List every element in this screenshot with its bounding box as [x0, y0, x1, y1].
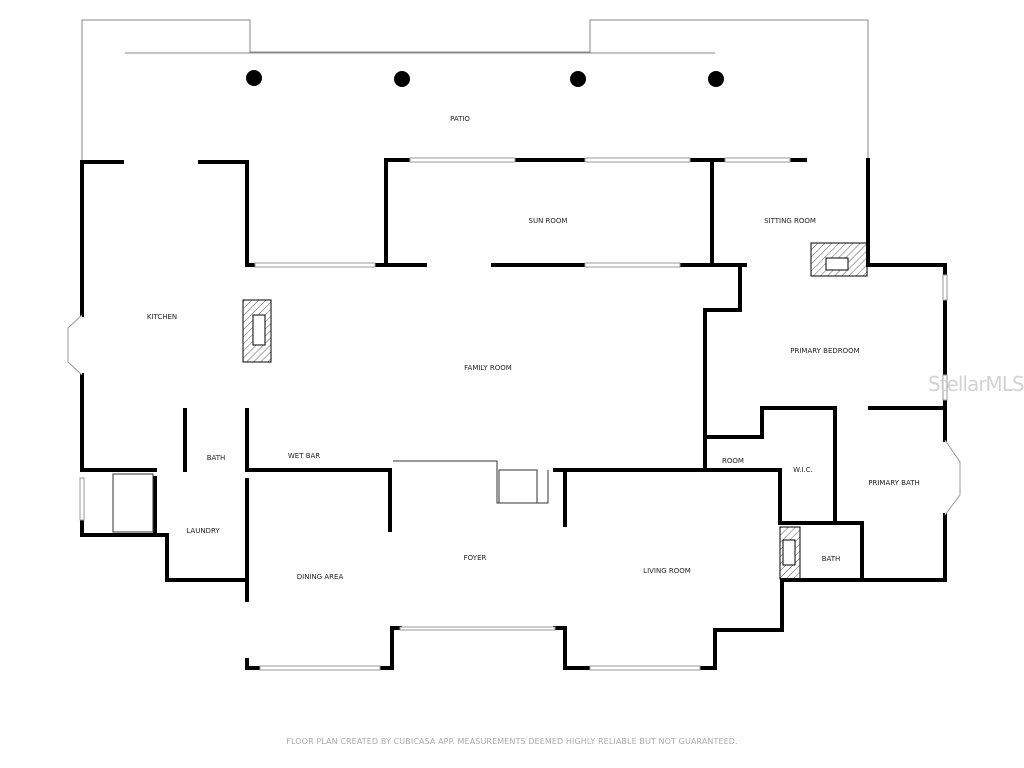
- room-label-family-room: FAMILY ROOM: [464, 364, 512, 372]
- room-label-primary-bedroom: PRIMARY BEDROOM: [790, 347, 859, 355]
- column: [570, 71, 586, 87]
- room-label-sun-room: SUN ROOM: [529, 217, 568, 225]
- walls: [80, 158, 947, 670]
- room-label-dining-area: DINING AREA: [297, 573, 344, 581]
- room-label-wet-bar: WET BAR: [288, 452, 320, 460]
- column: [394, 71, 410, 87]
- windows: [67, 157, 961, 671]
- room-label-kitchen: KITCHEN: [147, 313, 177, 321]
- stairs: [393, 460, 549, 504]
- room-label-primary-bath: PRIMARY BATH: [868, 479, 919, 487]
- footer-disclaimer: FLOOR PLAN CREATED BY CUBICASA APP. MEAS…: [286, 737, 738, 746]
- patio-outline: [81, 19, 869, 160]
- room-label-foyer: FOYER: [464, 554, 487, 562]
- column: [708, 71, 724, 87]
- room-label-sitting-room: SITTING ROOM: [764, 217, 816, 225]
- stairs: [112, 473, 154, 533]
- column: [246, 70, 262, 86]
- watermark: StellarMLS: [928, 372, 1024, 396]
- room-label-laundry: LAUNDRY: [186, 527, 220, 535]
- room-label-patio: PATIO: [450, 115, 470, 123]
- room-label-living-room: LIVING ROOM: [643, 567, 691, 575]
- room-label-wic: W.I.C.: [793, 466, 813, 474]
- room-label-bath: BATH: [207, 454, 226, 462]
- room-label-bath-2: BATH: [822, 555, 841, 563]
- room-label-room: ROOM: [722, 457, 744, 465]
